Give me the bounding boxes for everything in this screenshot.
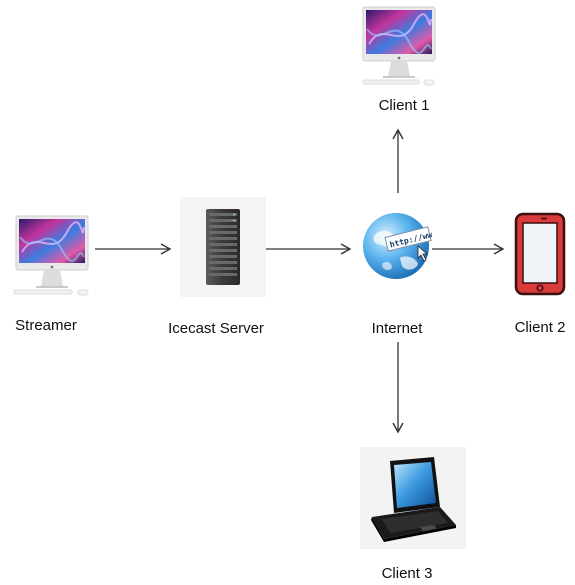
node-streamer — [12, 212, 92, 298]
globe-http-icon: http://ww — [363, 213, 433, 279]
imac-monitor-icon — [362, 6, 436, 86]
node-client-1 — [360, 4, 438, 86]
node-label-internet: Internet — [371, 320, 423, 337]
imac-monitor-icon — [13, 215, 89, 296]
tablet-icon — [514, 212, 566, 296]
node-internet: http://ww — [360, 206, 436, 286]
node-label-client-2: Client 2 — [514, 319, 566, 336]
server-rack-icon — [206, 209, 240, 285]
node-label-icecast-server: Icecast Server — [168, 320, 264, 337]
laptop-icon — [371, 457, 456, 542]
node-icecast-server — [180, 197, 266, 297]
node-client-2 — [505, 210, 575, 300]
node-label-streamer: Streamer — [15, 317, 77, 334]
node-label-client-1: Client 1 — [378, 97, 430, 114]
node-client-3 — [360, 447, 466, 549]
node-label-client-3: Client 3 — [381, 565, 433, 582]
